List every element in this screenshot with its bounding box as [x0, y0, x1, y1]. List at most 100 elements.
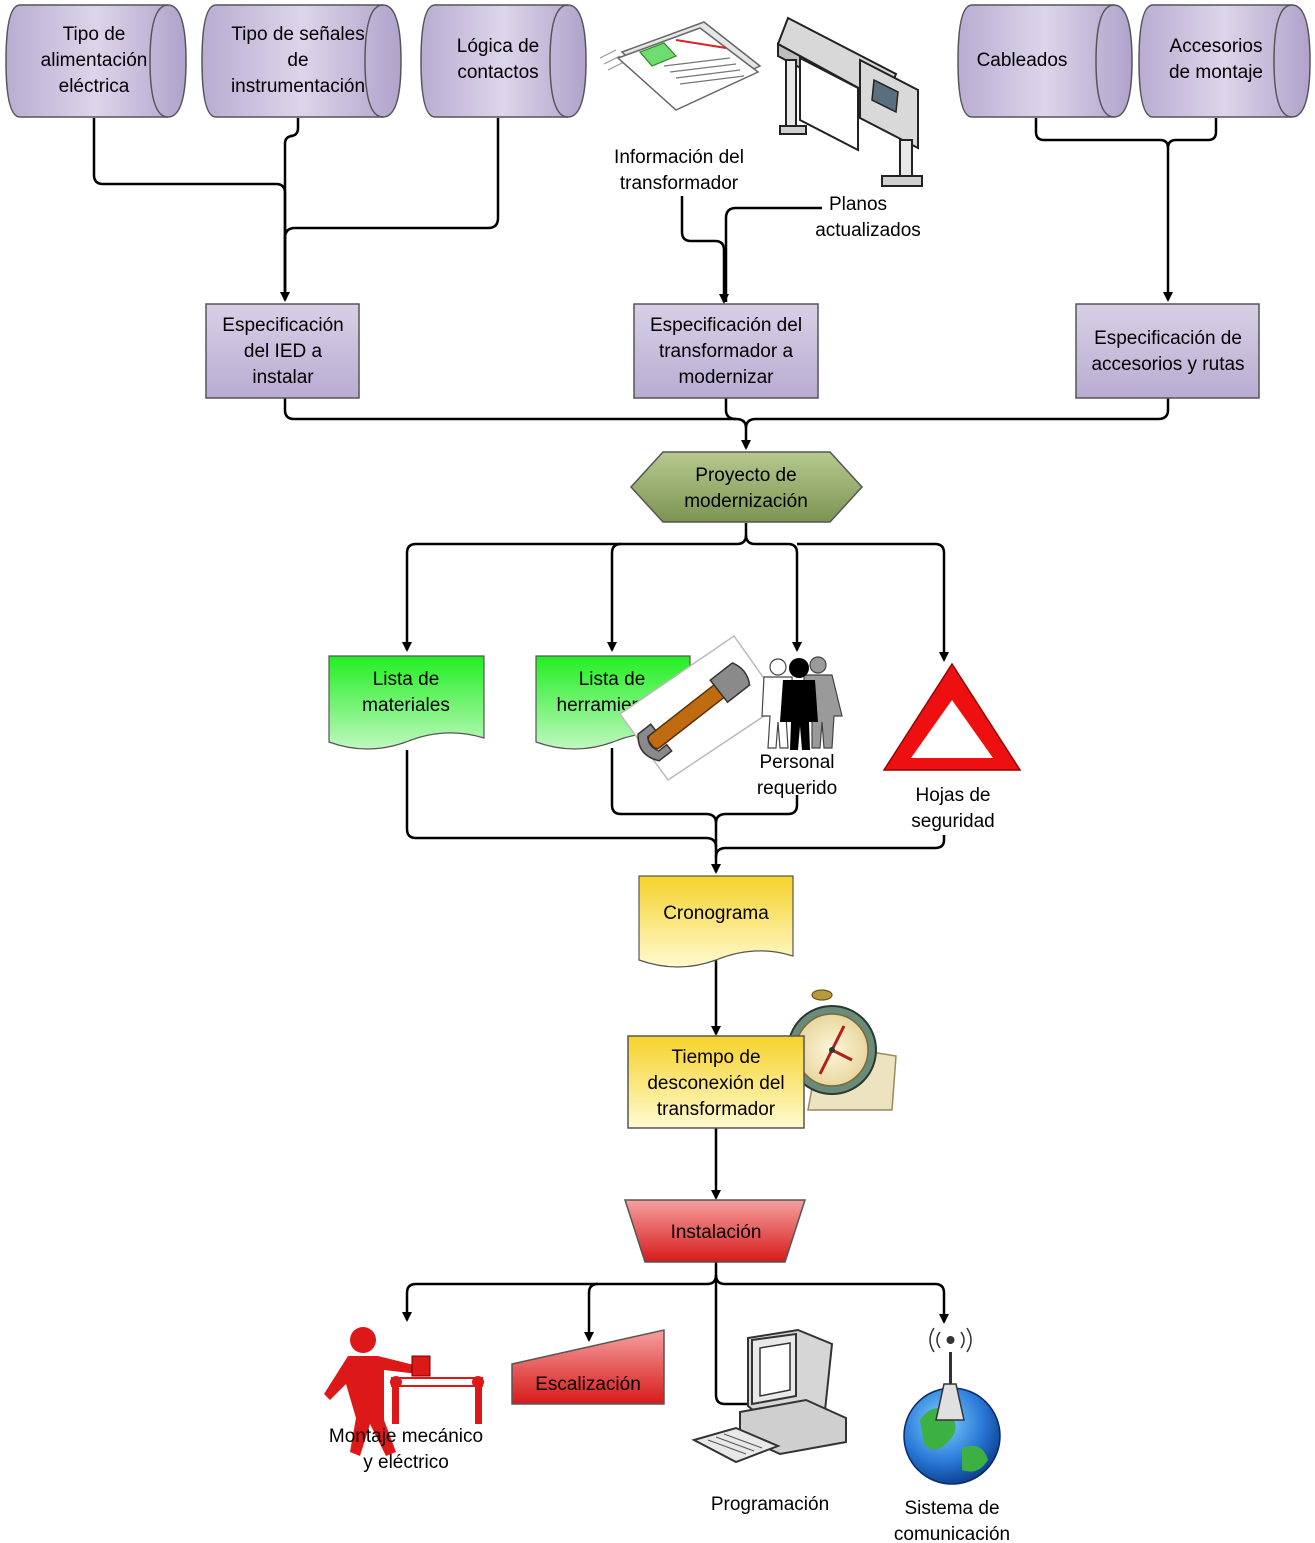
seguridad-line2: seguridad	[911, 811, 994, 832]
proyecto-line1: Proyecto de	[695, 465, 796, 486]
input-logica-line2: contactos	[457, 62, 538, 83]
doc-info-line1: Información del	[614, 147, 744, 168]
personal-line1: Personal	[760, 752, 835, 773]
programacion-label: Programación	[711, 1494, 829, 1515]
warning-triangle-icon	[882, 662, 1022, 771]
personal-label: Personal requerido	[757, 752, 837, 799]
escalizacion-node: Escalización	[511, 1329, 665, 1405]
connector-to-escalizacion	[584, 1282, 599, 1342]
connector-from-personal	[714, 795, 799, 824]
programacion-line1: Programación	[711, 1494, 829, 1515]
comunicacion-label: Sistema de comunicación	[894, 1498, 1010, 1543]
spec-transformador-line1: Especificación del	[650, 315, 802, 336]
connectors	[92, 118, 1218, 1409]
comunicacion-line2: comunicación	[894, 1524, 1010, 1543]
tiempo-line1: Tiempo de	[671, 1047, 760, 1068]
montaje-line2: y eléctrico	[363, 1452, 449, 1473]
input-senales-line3: instrumentación	[231, 76, 365, 97]
spec-accesorios-line1: Especificación de	[1094, 328, 1242, 349]
computer-icon	[691, 1328, 847, 1464]
tiempo-line3: transformador	[657, 1099, 776, 1120]
input-accesorios-line1: Accesorios	[1170, 36, 1263, 57]
input-accesorios-line2: de montaje	[1169, 62, 1263, 83]
proyecto-node: Proyecto de modernización	[629, 451, 864, 523]
spec-transformador-line3: modernizar	[678, 367, 774, 388]
people-icon	[761, 656, 843, 750]
connector-alimentacion	[92, 118, 290, 302]
montaje-line1: Montaje mecánico	[329, 1426, 483, 1447]
spec-accesorios: Especificación de accesorios y rutas	[1075, 303, 1260, 399]
input-cableados: Cableados	[957, 4, 1133, 118]
input-accesorios: Accesorios de montaje	[1138, 4, 1311, 118]
input-alimentacion-line1: Tipo de	[63, 24, 126, 45]
escalizacion-line1: Escalización	[535, 1374, 641, 1395]
materiales-line2: materiales	[362, 695, 450, 716]
spec-accesorios-line2: accesorios y rutas	[1091, 354, 1244, 375]
connector-logica	[283, 118, 500, 300]
connector-to-materiales	[402, 523, 748, 652]
input-alimentacion-line3: eléctrica	[59, 76, 130, 97]
connector-to-programacion	[714, 1275, 770, 1409]
doc-info-line2: transformador	[620, 173, 739, 194]
cronograma-node: Cronograma	[638, 875, 794, 968]
input-senales-line1: Tipo de señales	[231, 24, 364, 45]
connector-to-comunicacion	[714, 1274, 949, 1324]
newspaper-icon	[599, 21, 762, 111]
input-alimentacion: Tipo de alimentación eléctrica	[5, 4, 187, 118]
input-senales: Tipo de señales de instrumentación	[201, 4, 402, 118]
globe-antenna-icon	[903, 1327, 1001, 1485]
svg-text:Instalación: Instalación	[671, 1222, 762, 1243]
clock-icon	[787, 989, 897, 1111]
svg-text:Cableados: Cableados	[977, 50, 1068, 71]
spec-ied-line2: del IED a	[244, 341, 323, 362]
doc-info-transformador-label: Información del transformador	[614, 147, 744, 194]
cronograma-line1: Cronograma	[663, 903, 769, 924]
instalacion-line1: Instalación	[671, 1222, 762, 1243]
connector-spec-transformador	[724, 398, 737, 421]
connector-senales	[283, 118, 300, 300]
input-alimentacion-line2: alimentación	[41, 50, 148, 71]
connector-cableados	[1034, 118, 1173, 302]
connector-to-montaje	[402, 1262, 718, 1322]
herramientas-line1: Lista de	[579, 669, 646, 690]
connector-to-seguridad	[797, 542, 949, 662]
proyecto-line2: modernización	[684, 491, 808, 512]
connector-accesorios	[1166, 118, 1218, 149]
connector-spec-accesorios	[744, 398, 1170, 429]
connector-info-transformador	[680, 196, 729, 304]
svg-text:Cronograma: Cronograma	[663, 903, 769, 924]
seguridad-line1: Hojas de	[916, 785, 991, 806]
wrench-icon	[618, 634, 784, 782]
seguridad-label: Hojas de seguridad	[911, 785, 994, 832]
input-cableados-line1: Cableados	[977, 50, 1068, 71]
doc-planos-line2: actualizados	[815, 220, 921, 241]
plotter-icon	[776, 16, 923, 187]
spec-ied-line3: instalar	[252, 367, 314, 388]
svg-text:Escalización: Escalización	[535, 1374, 641, 1395]
comunicacion-line1: Sistema de	[904, 1498, 999, 1519]
connector-to-personal	[744, 534, 802, 652]
doc-planos-label: Planos actualizados	[815, 194, 921, 241]
connector-planos	[724, 206, 822, 302]
input-senales-line2: de	[287, 50, 308, 71]
connector-from-seguridad	[714, 835, 946, 858]
montaje-label: Montaje mecánico y eléctrico	[329, 1426, 483, 1473]
worker-icon	[324, 1327, 484, 1456]
personal-line2: requerido	[757, 778, 837, 799]
connector-to-herramientas	[607, 542, 622, 652]
doc-planos-line1: Planos	[829, 194, 887, 215]
